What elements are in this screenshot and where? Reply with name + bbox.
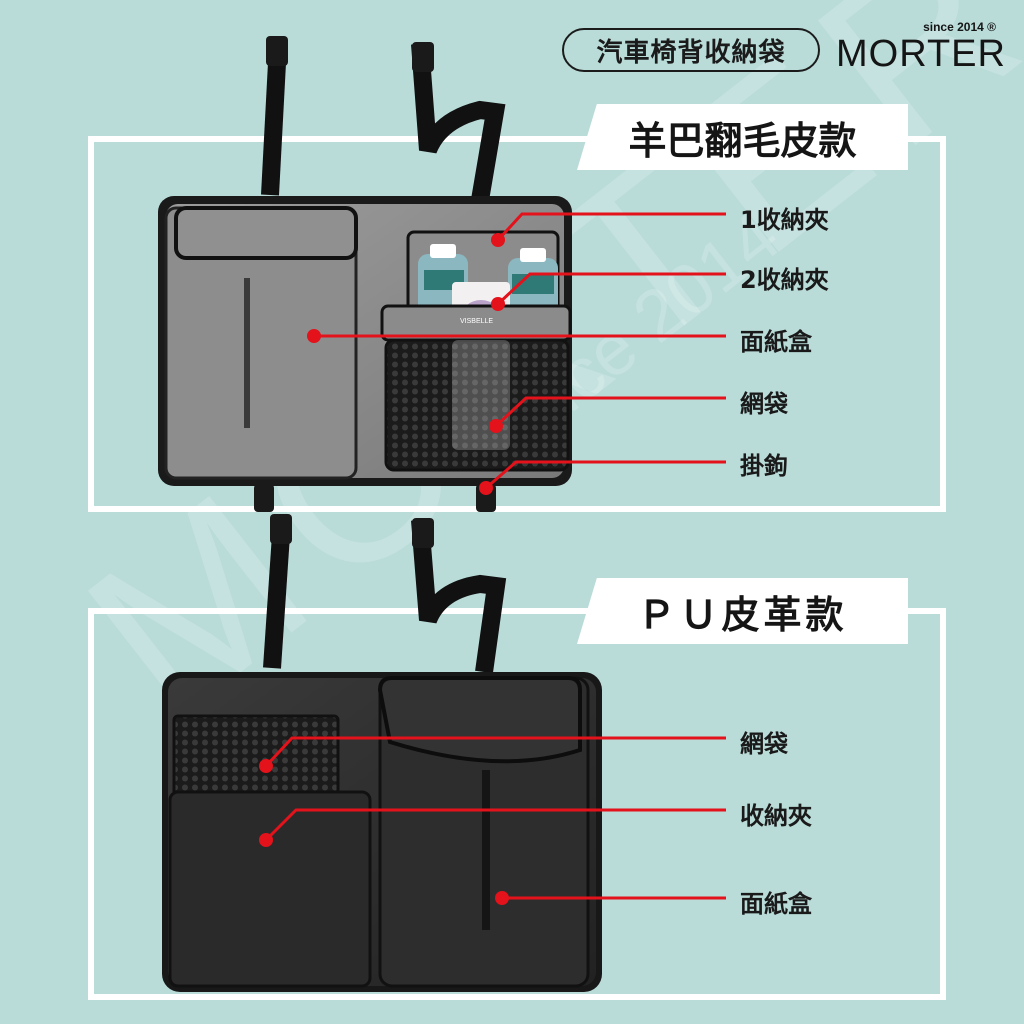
brand-logo: since 2014 ® MORTER	[836, 20, 1005, 76]
callout-hook: 掛鉤	[740, 452, 788, 480]
section1-callouts	[307, 212, 726, 495]
section1-title: 羊巴翻毛皮款	[577, 104, 908, 170]
black-organizer	[162, 514, 602, 992]
section2-callouts	[259, 736, 726, 905]
brand-since: since 2014 ®	[923, 20, 996, 34]
grey-organizer	[158, 36, 572, 512]
product-title-pill: 汽車椅背收納袋	[562, 28, 820, 72]
callout-clip-2: 2收納夾	[740, 266, 829, 294]
callout-tissue-box: 面紙盒	[740, 328, 812, 356]
callout-clip-pu: 收納夾	[740, 802, 812, 830]
section2-title: ＰＵ皮革款	[577, 578, 908, 644]
section2-frame	[88, 608, 946, 1000]
callout-mesh-pocket-pu: 網袋	[740, 730, 788, 758]
product-title: 汽車椅背收納袋	[596, 37, 786, 68]
callout-tissue-box-pu: 面紙盒	[740, 890, 812, 918]
brand-name: MORTER	[836, 33, 1006, 75]
callout-mesh-pocket: 網袋	[740, 390, 788, 418]
section1-frame	[88, 136, 946, 512]
bottle-label: VISBELLE	[460, 318, 494, 325]
callout-clip-1: 1收納夾	[740, 206, 829, 234]
